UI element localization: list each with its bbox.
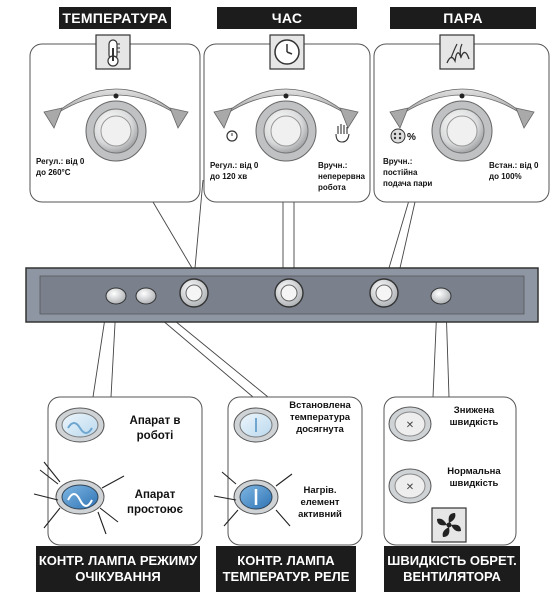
standby-on-label: Апарат в роботі <box>129 415 181 442</box>
thermostat-heating-icon <box>213 471 293 527</box>
standby-idle-label: Апарат простоює <box>127 489 183 516</box>
fan-low-speed-icon: ✕ <box>388 406 432 442</box>
time-knob[interactable] <box>274 278 304 308</box>
svg-text:✕: ✕ <box>406 420 414 431</box>
hand-icon <box>335 124 350 143</box>
temperature-knob[interactable] <box>179 278 209 308</box>
fan-speed-button[interactable] <box>430 287 452 305</box>
fan-low-speed-label: Знижена швидкість <box>449 405 499 428</box>
steam-percent-icon: % <box>390 128 416 144</box>
svg-text:%: % <box>407 132 416 143</box>
time-range-label: Регул.: від 0 до 120 хв <box>210 161 259 181</box>
steam-dial[interactable] <box>389 88 535 162</box>
timer-clock-icon <box>226 130 238 142</box>
time-manual-label: Вручн.: неперервна робота <box>318 161 365 192</box>
temperature-range-label: Регул.: від 0 до 260°C <box>36 157 85 177</box>
steam-manual-label: Вручн.: постійна подача пари <box>383 157 433 188</box>
lamp-on-icon <box>55 407 105 443</box>
thermostat-lamp-indicator <box>135 287 157 305</box>
fan-icon <box>431 507 467 543</box>
thermostat-lamp-footer: КОНТР. ЛАМПА ТЕМПЕРАТУР. РЕЛЕ <box>216 546 356 592</box>
steam-header: ПАРА <box>390 7 536 29</box>
time-header: ЧАС <box>217 7 357 29</box>
fan-normal-speed-icon: ✕ <box>388 468 432 504</box>
temperature-dial[interactable] <box>43 88 189 162</box>
standby-lamp-footer: КОНТР. ЛАМПА РЕЖИМУ ОЧІКУВАННЯ <box>36 546 200 592</box>
time-dial[interactable] <box>213 88 359 162</box>
temperature-header: ТЕМПЕРАТУРА <box>59 7 171 29</box>
steam-range-label: Встан.: від 0 до 100% <box>489 161 539 181</box>
fan-normal-speed-label: Нормальна швидкість <box>447 466 501 489</box>
thermostat-reached-label: Встановлена температура досягнута <box>289 400 351 435</box>
thermometer-icon <box>95 34 131 70</box>
thermostat-heating-label: Нагрів. елемент активний <box>298 485 342 520</box>
clock-icon <box>269 34 305 70</box>
fan-speed-footer: ШВИДКІСТЬ ОБРЕТ. ВЕНТИЛЯТОРА <box>384 546 520 592</box>
thermostat-reached-icon <box>233 407 279 443</box>
standby-lamp-indicator <box>105 287 127 305</box>
svg-text:✕: ✕ <box>406 482 414 493</box>
steam-knob[interactable] <box>369 278 399 308</box>
lamp-idle-icon <box>33 461 125 535</box>
steam-icon <box>439 34 475 70</box>
